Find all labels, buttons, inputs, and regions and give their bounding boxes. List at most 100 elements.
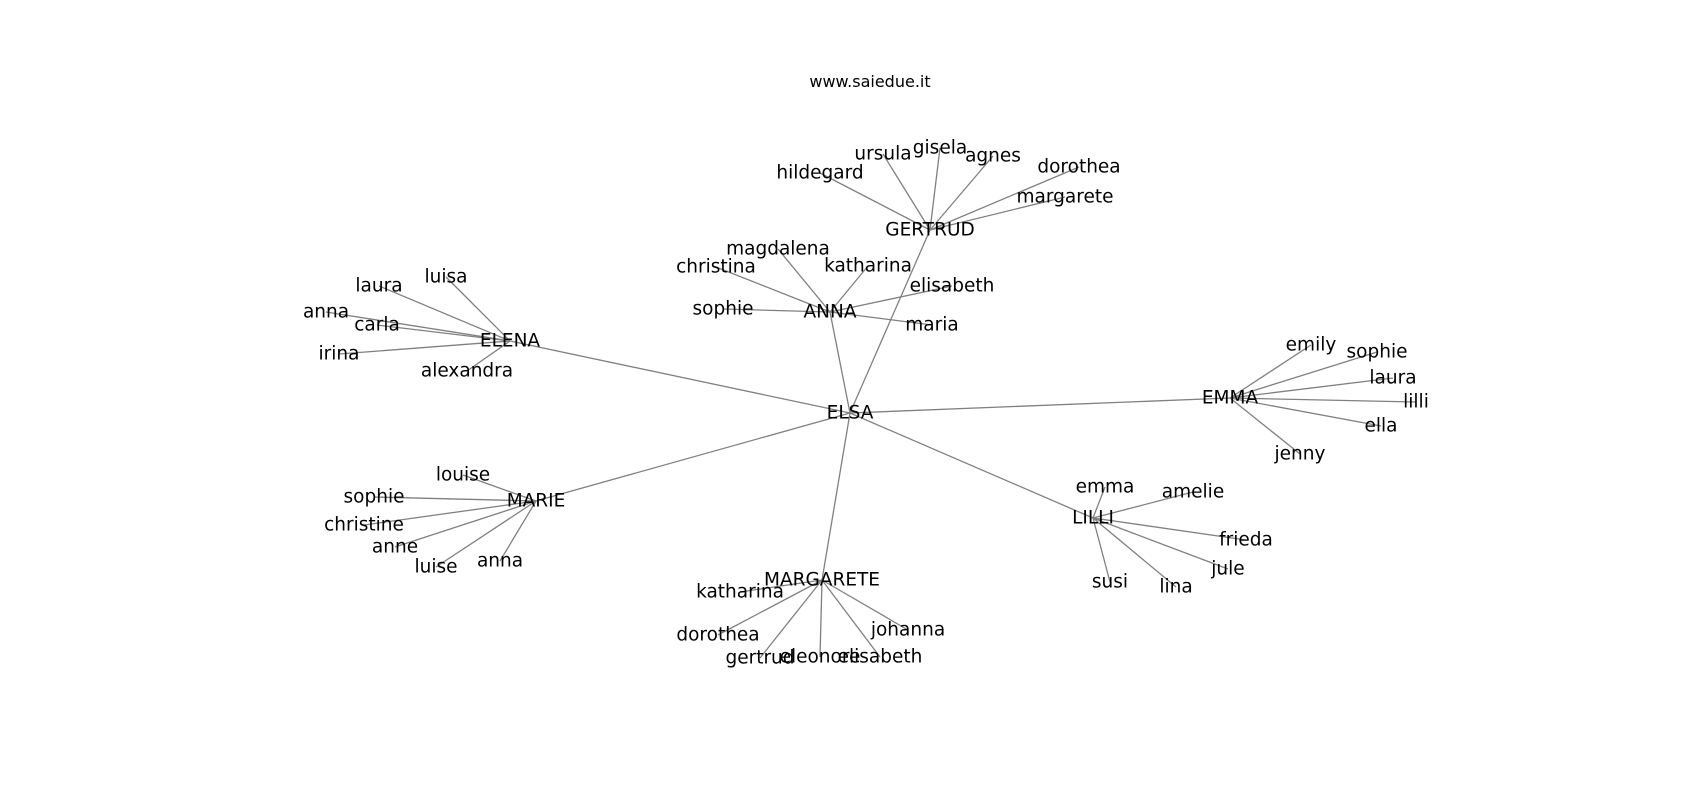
edge-gertrud-agnes <box>929 155 994 231</box>
leaf-node-marie-anna: anna <box>477 551 523 572</box>
edge-gertrud-dorothea <box>929 166 1080 231</box>
leaf-node-marie-luise: luise <box>414 557 457 578</box>
group-node-anna: ANNA <box>804 302 857 323</box>
edge-root-anna <box>829 311 851 414</box>
edge-margarete-dorothea <box>717 579 823 636</box>
edge-emma-ella <box>1229 397 1382 427</box>
edge-marie-sophie <box>373 496 537 502</box>
edge-marie-christine <box>363 500 537 526</box>
leaf-node-gertrud-ursula: ursula <box>854 144 911 165</box>
leaf-node-lilli-lina: lina <box>1159 577 1192 598</box>
leaf-node-elena-irina: irina <box>319 344 360 365</box>
edge-root-marie <box>535 412 851 502</box>
leaf-node-gertrud-agnes: agnes <box>965 146 1021 167</box>
edge-layer <box>325 147 1417 659</box>
edge-margarete-gertrud <box>759 579 823 659</box>
edge-elena-laura <box>378 285 511 342</box>
edge-lilli-susi <box>1092 517 1111 583</box>
leaf-node-elena-laura: laura <box>355 276 402 297</box>
edge-anna-sophie <box>722 308 831 313</box>
edge-lilli-jule <box>1092 517 1229 570</box>
edge-root-lilli <box>849 412 1094 519</box>
edge-lilli-frieda <box>1092 517 1247 541</box>
leaf-node-margarete-eleonore: eleonore <box>780 647 861 668</box>
edge-marie-luise <box>435 500 537 568</box>
group-node-marie: MARIE <box>507 491 566 512</box>
leaf-node-elena-luisa: luisa <box>425 267 468 288</box>
leaf-node-emma-sophie: sophie <box>1347 342 1408 363</box>
edge-elena-alexandra <box>466 340 511 372</box>
leaf-node-margarete-katharina: katharina <box>696 582 784 603</box>
edge-anna-katharina <box>829 265 869 313</box>
leaf-node-anna-christina: christina <box>676 257 756 278</box>
leaf-node-anna-sophie: sophie <box>693 299 754 320</box>
leaf-node-emma-emily: emily <box>1286 335 1337 356</box>
edge-elena-carla <box>376 324 511 342</box>
edge-margarete-eleonore <box>819 579 823 658</box>
leaf-node-anna-magdalena: magdalena <box>726 239 830 260</box>
edge-elena-irina <box>338 340 511 355</box>
leaf-node-elena-anna: anna <box>303 302 349 323</box>
leaf-node-marie-christine: christine <box>324 515 404 536</box>
edge-elena-luisa <box>445 276 511 342</box>
leaf-node-emma-lilli: lilli <box>1403 392 1429 413</box>
edge-anna-magdalena <box>777 248 831 313</box>
leaf-node-margarete-gertrud: gertrud <box>725 648 794 669</box>
edge-emma-emily <box>1229 344 1312 399</box>
leaf-node-anna-maria: maria <box>905 315 958 336</box>
edge-lilli-amelie <box>1092 491 1194 519</box>
edge-margarete-katharina <box>739 579 823 593</box>
edge-emma-laura <box>1229 377 1394 399</box>
leaf-node-lilli-emma: emma <box>1076 477 1135 498</box>
leaf-node-gertrud-dorothea: dorothea <box>1037 157 1120 178</box>
group-node-margarete: MARGARETE <box>764 570 880 591</box>
leaf-node-marie-anne: anne <box>372 537 418 558</box>
edge-marie-anna <box>499 500 537 562</box>
leaf-node-margarete-johanna: johanna <box>870 620 945 641</box>
leaf-node-anna-katharina: katharina <box>824 256 912 277</box>
root-node-label: ELSA <box>827 403 874 424</box>
leaf-node-lilli-susi: susi <box>1092 572 1128 593</box>
edge-gertrud-gisela <box>929 147 941 231</box>
leaf-node-marie-louise: louise <box>436 465 490 486</box>
leaf-node-lilli-amelie: amelie <box>1162 482 1224 503</box>
leaf-node-margarete-elisabeth: elisabeth <box>838 647 923 668</box>
leaf-node-lilli-jule: jule <box>1210 559 1244 580</box>
leaf-node-gertrud-margarete: margarete <box>1017 187 1114 208</box>
edge-lilli-emma <box>1092 486 1106 519</box>
leaf-node-elena-carla: carla <box>354 315 400 336</box>
leaf-node-emma-laura: laura <box>1369 368 1416 389</box>
leaf-node-marie-sophie: sophie <box>344 487 405 508</box>
edge-root-elena <box>509 340 851 414</box>
edge-margarete-johanna <box>821 579 909 631</box>
leaf-node-lilli-frieda: frieda <box>1219 530 1273 551</box>
leaf-node-emma-jenny: jenny <box>1274 444 1326 465</box>
edge-margarete-elisabeth <box>821 579 881 658</box>
edge-root-margarete <box>821 412 851 581</box>
edge-root-emma <box>849 397 1231 414</box>
edge-elena-anna <box>325 311 511 342</box>
leaf-node-gertrud-hildegard: hildegard <box>776 163 863 184</box>
edge-emma-sophie <box>1229 351 1378 399</box>
edge-emma-lilli <box>1229 397 1417 403</box>
edge-anna-christina <box>715 266 831 313</box>
source-caption: www.saiedue.it <box>809 72 931 91</box>
edge-anna-maria <box>829 311 933 326</box>
edge-marie-anne <box>394 500 537 548</box>
leaf-node-margarete-dorothea: dorothea <box>676 625 759 646</box>
group-node-gertrud: GERTRUD <box>885 220 974 241</box>
edge-marie-louise <box>462 474 537 502</box>
edge-gertrud-ursula <box>882 153 931 231</box>
edge-gertrud-margarete <box>929 196 1066 231</box>
leaf-node-emma-ella: ella <box>1365 416 1398 437</box>
leaf-node-anna-elisabeth: elisabeth <box>910 276 995 297</box>
group-node-elena: ELENA <box>480 331 541 352</box>
edge-gertrud-hildegard <box>819 172 931 231</box>
edge-lilli-lina <box>1092 517 1177 588</box>
edge-emma-jenny <box>1229 397 1301 455</box>
group-node-lilli: LILLI <box>1072 508 1114 529</box>
leaf-node-gertrud-gisela: gisela <box>913 138 967 159</box>
group-node-emma: EMMA <box>1202 388 1259 409</box>
